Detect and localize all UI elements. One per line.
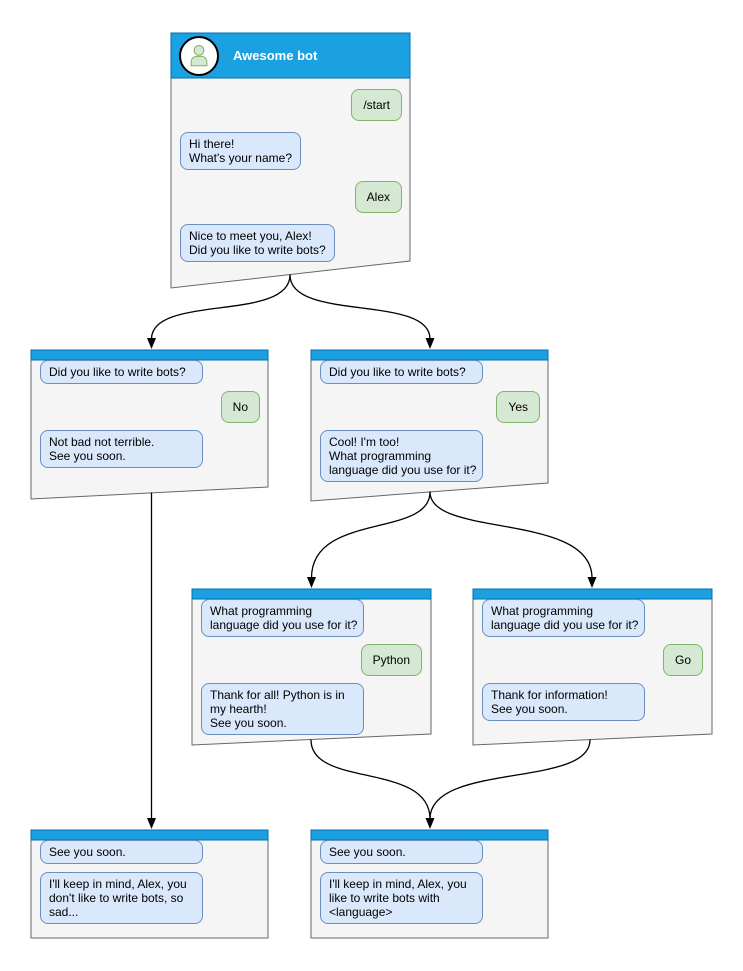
bot-avatar — [179, 36, 219, 76]
arrowhead-to-branch-python — [307, 577, 316, 588]
bot-message-bubble: What programming language did you use fo… — [482, 599, 645, 637]
bot-message-bubble: Hi there! What's your name? — [180, 132, 302, 170]
arrowhead-to-branch-yes — [425, 338, 435, 349]
window-header-branch-python — [191, 588, 432, 600]
arrowhead-to-final-language — [425, 818, 435, 829]
connector-python-to-final — [310, 739, 431, 820]
person-icon — [190, 44, 208, 67]
bot-message-bubble: Thank for information! See you soon. — [482, 683, 645, 721]
bot-message-bubble: See you soon. — [320, 840, 483, 864]
bot-message-bubble: What programming language did you use fo… — [201, 599, 364, 637]
bot-message-bubble: I'll keep in mind, Alex, you like to wri… — [320, 872, 483, 924]
chat-window-branch-yes: Did you like to write bots? Yes Cool! I'… — [312, 360, 548, 482]
chat-window-final-language: See you soon. I'll keep in mind, Alex, y… — [312, 840, 548, 924]
bot-message-bubble: Did you like to write bots? — [40, 360, 203, 384]
user-message-bubble: No — [220, 391, 260, 423]
chat-window-awesome-bot: /start Hi there! What's your name? Alex … — [172, 78, 410, 262]
user-message-bubble: Python — [360, 644, 422, 676]
user-message-bubble: Alex — [354, 181, 402, 213]
connector-yes-to-go — [429, 491, 593, 579]
window-header-final-language — [310, 829, 549, 841]
bot-message-bubble: Did you like to write bots? — [320, 360, 483, 384]
connector-go-to-final — [429, 739, 591, 820]
chat-window-branch-go: What programming language did you use fo… — [474, 599, 711, 721]
connector-yes-to-python — [310, 491, 431, 579]
chat-window-final-no: See you soon. I'll keep in mind, Alex, y… — [32, 840, 268, 924]
bot-message-bubble: Cool! I'm too! What programming language… — [320, 430, 483, 482]
bot-message-bubble: Nice to meet you, Alex! Did you like to … — [180, 224, 335, 262]
window-header-branch-no — [30, 349, 269, 361]
bot-message-bubble: Not bad not terrible. See you soon. — [40, 430, 203, 468]
user-message-bubble: /start — [351, 89, 402, 121]
arrowhead-to-branch-go — [587, 577, 597, 588]
window-header-branch-yes — [310, 349, 549, 361]
connector-root-to-no — [150, 274, 291, 340]
bot-message-bubble: I'll keep in mind, Alex, you don't like … — [40, 872, 203, 924]
connector-root-to-yes — [289, 274, 431, 340]
arrowhead-to-branch-no — [147, 338, 156, 349]
bot-message-bubble: See you soon. — [40, 840, 203, 864]
chat-window-branch-no: Did you like to write bots? No Not bad n… — [32, 360, 268, 468]
user-message-bubble: Go — [662, 644, 703, 676]
window-header-final-no — [30, 829, 269, 841]
window-header-branch-go — [472, 588, 713, 600]
bot-message-bubble: Thank for all! Python is in my hearth! S… — [201, 683, 364, 735]
chat-window-branch-python: What programming language did you use fo… — [193, 599, 430, 735]
arrowhead-to-final-no — [147, 818, 156, 829]
user-message-bubble: Yes — [496, 391, 540, 423]
window-title: Awesome bot — [233, 48, 318, 63]
